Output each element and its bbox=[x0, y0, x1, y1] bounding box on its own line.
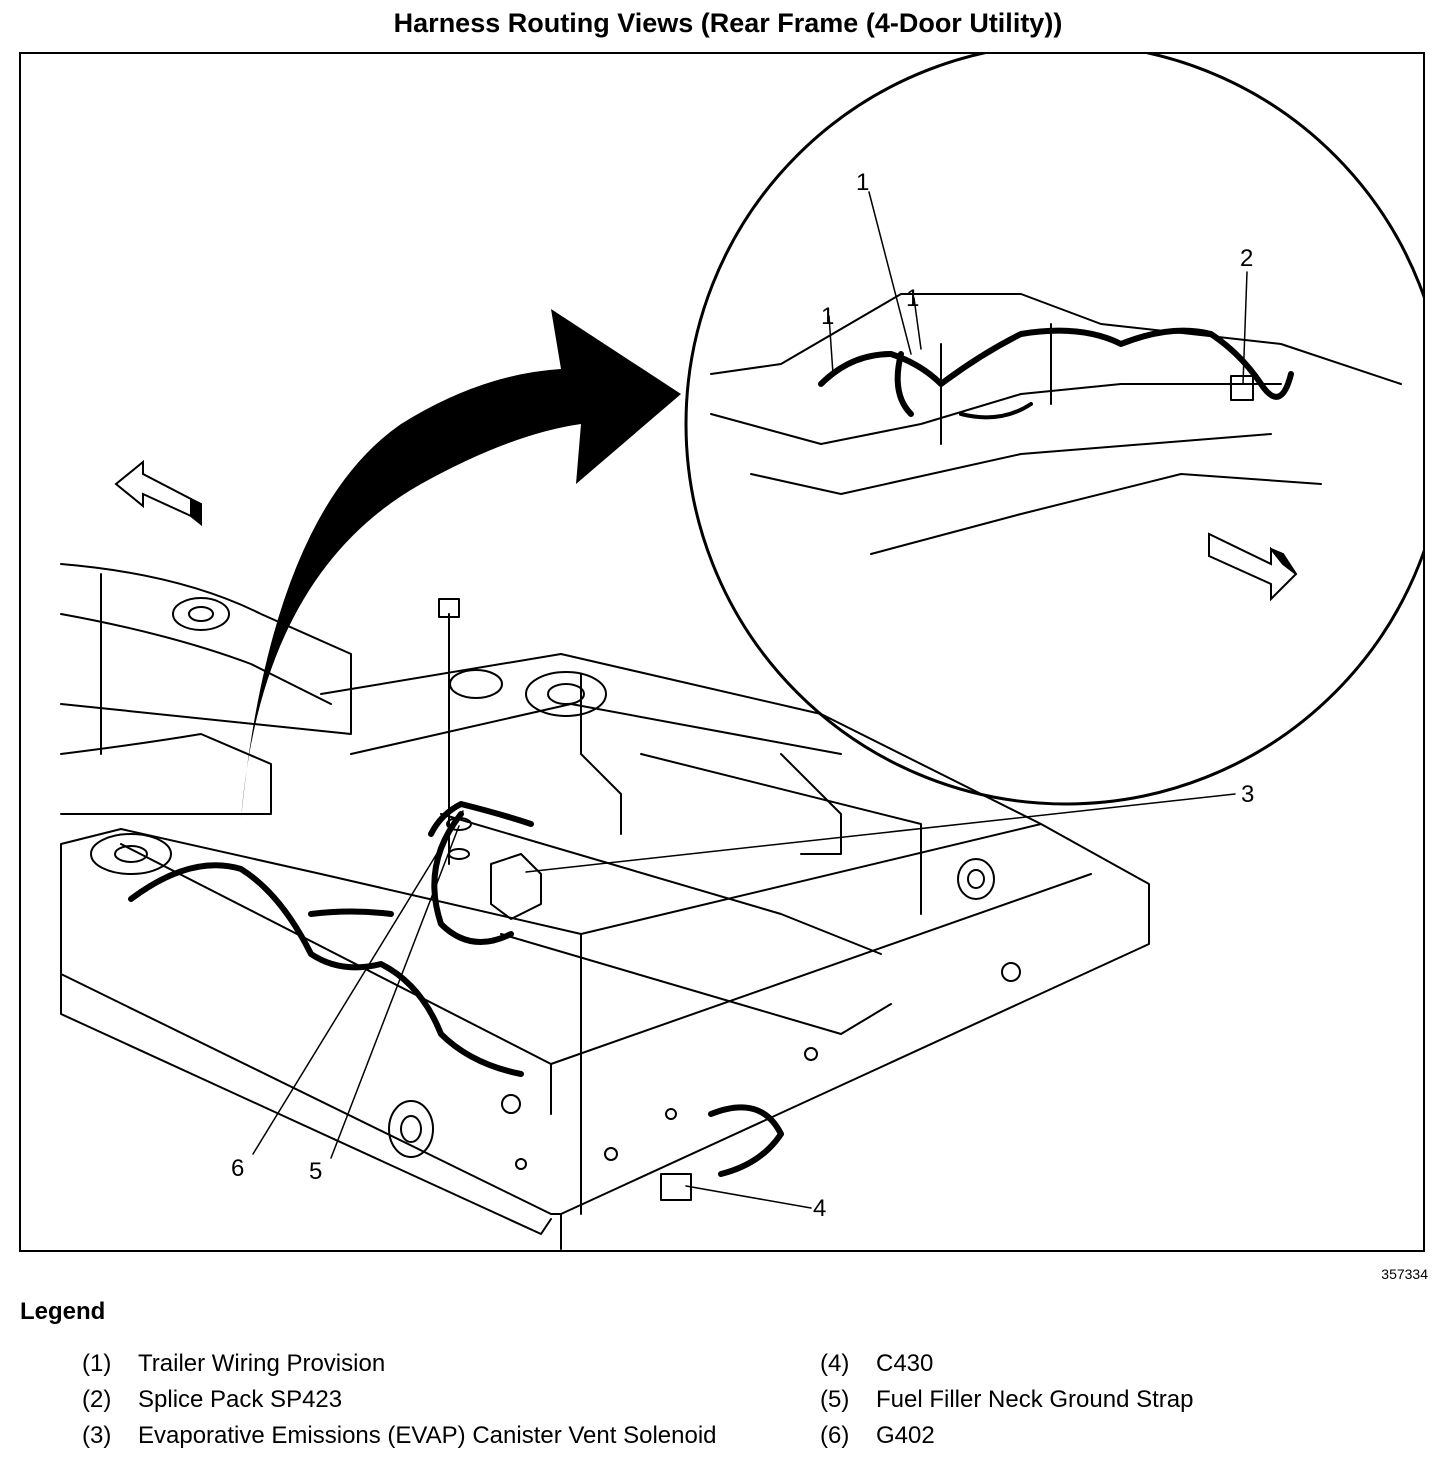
legend-item-number: (4) bbox=[820, 1350, 850, 1377]
legend-item-text: C430 bbox=[876, 1350, 934, 1377]
legend-item-number: (3) bbox=[82, 1422, 112, 1449]
detail-inset bbox=[684, 54, 1423, 806]
legend-item-number: (1) bbox=[82, 1350, 112, 1377]
callout-4: 4 bbox=[813, 1195, 826, 1222]
main-frame bbox=[60, 653, 1150, 1250]
forward-arrow-right bbox=[1208, 532, 1298, 602]
evap-canister-vent-solenoid bbox=[490, 853, 542, 920]
diagram-title: Harness Routing Views (Rear Frame (4-Doo… bbox=[393, 8, 1063, 38]
legend-item: (2) Splice Pack SP423 bbox=[82, 1386, 722, 1414]
c430-connector bbox=[660, 1173, 692, 1201]
legend-item: (6) G402 bbox=[820, 1422, 1380, 1450]
callout-1-right: 1 bbox=[906, 285, 919, 312]
main-harness bbox=[128, 801, 784, 1177]
figure-id: 357334 bbox=[1381, 1266, 1428, 1282]
legend-item-text: G402 bbox=[876, 1422, 935, 1449]
callout-3: 3 bbox=[1241, 781, 1254, 808]
callout-1-left: 1 bbox=[821, 303, 834, 330]
callout-1-main: 1 bbox=[856, 169, 869, 196]
legend-item-number: (6) bbox=[820, 1422, 850, 1449]
legend-title: Legend bbox=[20, 1298, 106, 1325]
callout-5: 5 bbox=[309, 1158, 322, 1185]
legend-item-text: Fuel Filler Neck Ground Strap bbox=[876, 1386, 1194, 1413]
callout-2: 2 bbox=[1240, 245, 1253, 272]
leader-lines bbox=[252, 191, 1248, 1209]
frame-illustration: 1 1 1 2 3 4 5 6 bbox=[60, 54, 1423, 1250]
legend-item: (4) C430 bbox=[820, 1350, 1380, 1378]
forward-arrow-left bbox=[114, 459, 202, 527]
legend-item: (5) Fuel Filler Neck Ground Strap bbox=[820, 1386, 1380, 1414]
legend-item-number: (5) bbox=[820, 1386, 850, 1413]
diagram-frame: 1 1 1 2 3 4 5 6 bbox=[19, 52, 1425, 1252]
legend-item: (3) Evaporative Emissions (EVAP) Caniste… bbox=[82, 1422, 722, 1450]
legend-item-text: Evaporative Emissions (EVAP) Canister Ve… bbox=[138, 1422, 717, 1449]
legend-left-column: (1) Trailer Wiring Provision (2) Splice … bbox=[82, 1350, 722, 1458]
background-frame-rail bbox=[60, 563, 352, 815]
curved-pointer-arrow bbox=[241, 309, 681, 819]
legend-item: (1) Trailer Wiring Provision bbox=[82, 1350, 722, 1378]
callout-6: 6 bbox=[231, 1155, 244, 1182]
legend-item-text: Splice Pack SP423 bbox=[138, 1386, 343, 1413]
legend-item-text: Trailer Wiring Provision bbox=[138, 1350, 386, 1377]
legend-right-column: (4) C430 (5) Fuel Filler Neck Ground Str… bbox=[820, 1350, 1380, 1458]
legend-item-number: (2) bbox=[82, 1386, 112, 1413]
